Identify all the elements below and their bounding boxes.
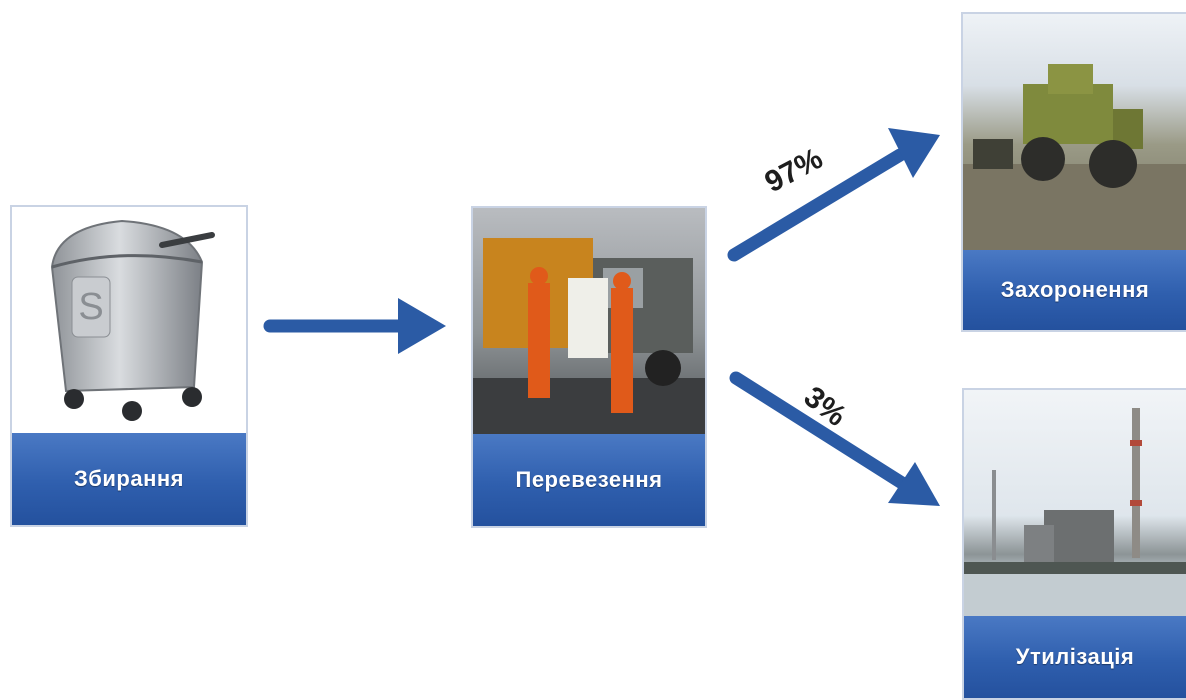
step-label-collect: Збирання	[12, 433, 246, 525]
step-card-recycle: Утилізація	[962, 388, 1186, 700]
incineration-plant-image	[964, 390, 1186, 618]
step-label-recycle: Утилізація	[964, 616, 1186, 698]
arrow-collect-to-transport-head	[398, 298, 446, 354]
svg-text:S: S	[78, 286, 103, 328]
arrow-transport-to-recycle	[729, 371, 909, 490]
landfill-image	[963, 14, 1186, 252]
garbage-truck-image	[473, 208, 705, 436]
step-card-collect: S Збирання	[10, 205, 248, 527]
step-label-transport: Перевезення	[473, 434, 705, 526]
step-card-landfill: Захоронення	[961, 12, 1186, 332]
arrow-transport-to-landfill	[727, 148, 907, 262]
step-label-landfill: Захоронення	[963, 250, 1186, 330]
arrow-transport-to-landfill-head	[888, 128, 940, 178]
step-card-transport: Перевезення	[471, 206, 707, 528]
waste-container-image: S	[12, 207, 246, 435]
arrow-transport-to-recycle-head	[888, 462, 940, 506]
